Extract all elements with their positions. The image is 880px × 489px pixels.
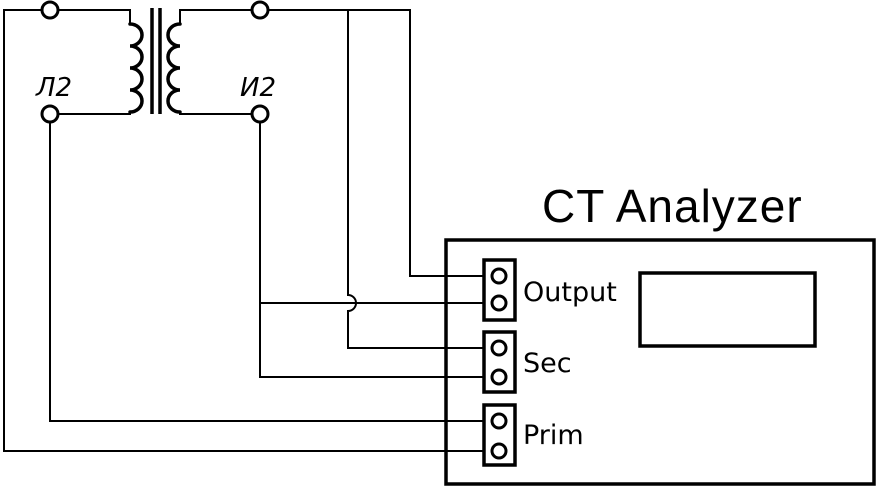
prim-terminal-block: Prim (482, 403, 584, 467)
primary-lead-top (59, 9, 131, 25)
prim-terminal-2 (490, 442, 508, 460)
wire-primary-return (3, 9, 485, 452)
sec-terminal-block: Sec (482, 330, 572, 394)
sec-label: Sec (523, 348, 572, 379)
prim-terminal-1 (490, 412, 508, 430)
terminal-secondary-top (250, 0, 270, 20)
secondary-lead-top (179, 9, 251, 25)
sec-block-frame (482, 330, 517, 394)
device-title: CT Analyzer (542, 180, 803, 232)
wire-top-to-sec (347, 9, 485, 349)
wires (3, 9, 485, 452)
ct-analyzer-device: CT Analyzer Output Sec Prim (444, 180, 876, 486)
primary-winding-icon (128, 22, 144, 114)
wire-top-to-output (259, 9, 485, 277)
output-terminal-1 (490, 267, 508, 285)
output-label: Output (523, 277, 617, 308)
prim-label: Prim (523, 420, 584, 451)
secondary-terminal-label: И2 (240, 73, 276, 103)
primary-lead-bottom (59, 111, 131, 115)
output-block-frame (482, 258, 517, 322)
terminal-l2 (40, 104, 60, 124)
device-display (638, 271, 817, 348)
primary-terminal-label: Л2 (35, 73, 72, 103)
wire-i2-to-sec (259, 302, 485, 378)
sec-terminal-2 (490, 368, 508, 386)
sec-terminal-1 (490, 339, 508, 357)
secondary-lead-bottom (179, 111, 251, 115)
device-body (444, 238, 876, 486)
output-terminal-block: Output (482, 258, 617, 322)
prim-block-frame (482, 403, 517, 467)
wire-l2-to-prim (49, 113, 485, 422)
terminal-primary-top (40, 0, 60, 20)
wire-i2-to-output (259, 113, 485, 304)
terminal-i2 (250, 104, 270, 124)
current-transformer: Л2 И2 (35, 0, 276, 124)
secondary-winding-icon (166, 22, 182, 114)
output-terminal-2 (490, 294, 508, 312)
